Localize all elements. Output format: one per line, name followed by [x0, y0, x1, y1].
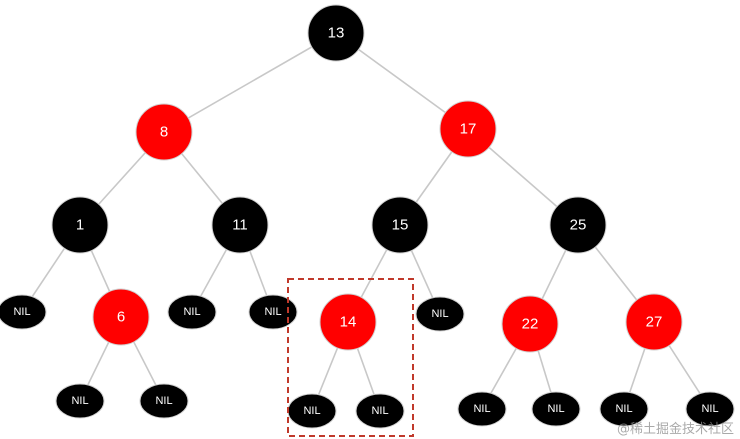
nil-node-shape — [685, 391, 735, 427]
highlight-layer — [287, 278, 414, 437]
nil-node-shape — [599, 391, 649, 427]
nil-node-shape — [531, 391, 581, 427]
nil-label: NIL — [71, 395, 88, 407]
node-label: 14 — [340, 314, 357, 331]
edge-n13-n8 — [163, 32, 337, 133]
nil-node-shape — [248, 294, 298, 330]
nil-label: NIL — [615, 403, 632, 415]
nil-label: NIL — [264, 306, 281, 318]
tree-node-17: 17 — [439, 100, 497, 158]
node-circle — [92, 288, 150, 346]
node-circle — [549, 196, 607, 254]
nil-label: NIL — [547, 403, 564, 415]
node-label: 27 — [646, 314, 663, 331]
nil-node: NIL — [531, 391, 581, 427]
tree-node-25: 25 — [549, 196, 607, 254]
nil-node-shape — [415, 296, 465, 332]
nil-node: NIL — [287, 393, 337, 429]
node-label: 11 — [232, 217, 248, 234]
node-circle — [211, 196, 269, 254]
node-circle — [135, 103, 193, 161]
nil-label: NIL — [183, 306, 200, 318]
edges-layer — [21, 32, 711, 412]
nil-node: NIL — [685, 391, 735, 427]
node-label: 6 — [117, 309, 125, 326]
tree-node-6: 6 — [92, 288, 150, 346]
tree-node-14: 14 — [319, 293, 377, 351]
node-circle — [307, 4, 365, 62]
node-label: 22 — [522, 316, 539, 333]
tree-node-13: 13 — [307, 4, 365, 62]
tree-node-1: 1 — [51, 196, 109, 254]
nil-node-shape — [167, 294, 217, 330]
highlight-dashed-box — [287, 278, 414, 437]
node-circle — [51, 196, 109, 254]
tree-node-8: 8 — [135, 103, 193, 161]
node-circle — [319, 293, 377, 351]
nil-label: NIL — [473, 403, 490, 415]
nil-label: NIL — [13, 306, 30, 318]
tree-node-27: 27 — [625, 293, 683, 351]
nil-node: NIL — [139, 383, 189, 419]
nil-node-shape — [457, 391, 507, 427]
nil-label: NIL — [701, 403, 718, 415]
nil-node-shape — [55, 383, 105, 419]
nil-node: NIL — [415, 296, 465, 332]
nil-label: NIL — [303, 405, 320, 417]
watermark: @稀土掘金技术社区 — [616, 422, 734, 437]
node-circle — [625, 293, 683, 351]
nil-node: NIL — [457, 391, 507, 427]
nil-node: NIL — [0, 294, 47, 330]
node-label: 13 — [328, 25, 345, 42]
tree-node-22: 22 — [501, 295, 559, 353]
tree-node-15: 15 — [371, 196, 429, 254]
node-label: 17 — [460, 121, 477, 138]
node-circle — [501, 295, 559, 353]
nil-node-shape — [139, 383, 189, 419]
node-circle — [371, 196, 429, 254]
nil-label: NIL — [431, 308, 448, 320]
node-label: 15 — [392, 217, 409, 234]
node-circle — [439, 100, 497, 158]
nil-label: NIL — [371, 405, 388, 417]
nil-node: NIL — [55, 383, 105, 419]
nil-label: NIL — [155, 395, 172, 407]
nil-node-shape — [355, 393, 405, 429]
nil-node: NIL — [248, 294, 298, 330]
node-label: 8 — [160, 124, 168, 141]
nil-node: NIL — [167, 294, 217, 330]
tree-node-11: 11 — [211, 196, 269, 254]
nil-node: NIL — [355, 393, 405, 429]
node-label: 1 — [76, 217, 84, 234]
node-label: 25 — [570, 217, 587, 234]
nil-node: NIL — [599, 391, 649, 427]
nil-node-shape — [0, 294, 47, 330]
